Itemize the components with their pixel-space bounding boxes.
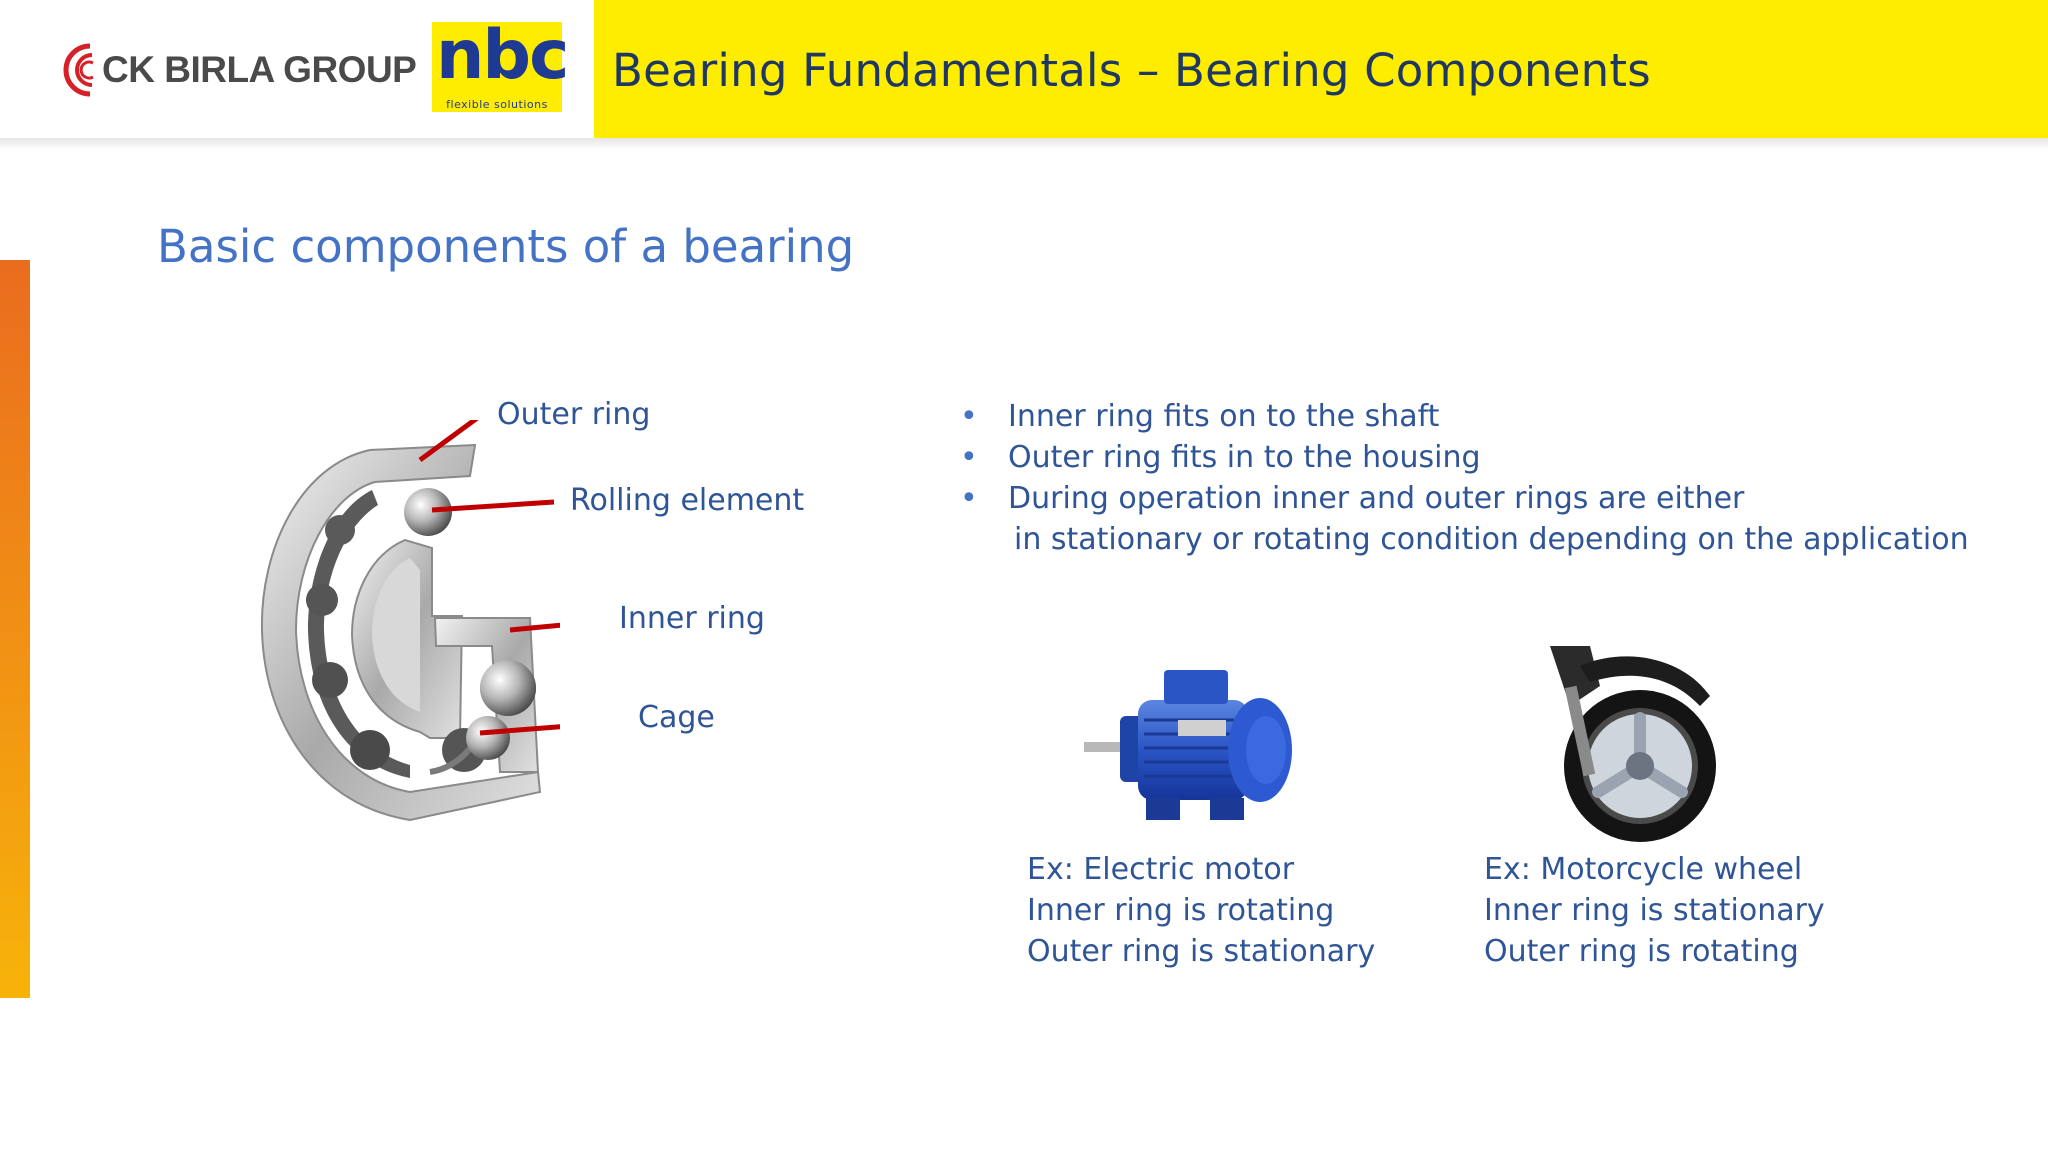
- leader-line-rolling-element: [431, 499, 555, 513]
- label-inner-ring: Inner ring: [619, 601, 765, 636]
- example-electric-motor: Ex: Electric motor Inner ring is rotatin…: [1027, 849, 1375, 972]
- bullet-continuation: in stationary or rotating condition depe…: [960, 519, 2020, 560]
- logo-area: CK BIRLA GROUP nbc flexible solutions: [0, 0, 594, 138]
- slide-header: CK BIRLA GROUP nbc flexible solutions Be…: [0, 0, 2048, 150]
- leader-line-cage: [479, 724, 560, 736]
- bullet-dot-icon: •: [960, 399, 978, 434]
- leader-line-outer-ring: [418, 420, 479, 463]
- label-outer-ring: Outer ring: [497, 397, 651, 432]
- bullet-list: • Inner ring fits on to the shaft • Oute…: [960, 396, 2020, 560]
- nbc-tagline: flexible solutions: [446, 98, 548, 111]
- example-motorcycle-outer: Outer ring is rotating: [1484, 934, 1799, 969]
- left-accent-bar: [0, 260, 30, 998]
- ck-birla-logo-text: CK BIRLA GROUP: [102, 49, 417, 90]
- header-title-bar: Bearing Fundamentals – Bearing Component…: [594, 0, 2048, 138]
- bullet-text: Outer ring fits in to the housing: [1008, 440, 1481, 475]
- bullet-item: • Inner ring fits on to the shaft: [960, 396, 2020, 437]
- label-cage: Cage: [638, 700, 715, 735]
- bullet-text: in stationary or rotating condition depe…: [1014, 522, 1969, 557]
- example-motor-inner: Inner ring is rotating: [1027, 893, 1335, 928]
- header-shadow: [0, 138, 2048, 150]
- example-motorcycle-inner: Inner ring is stationary: [1484, 893, 1825, 928]
- bullet-item: • During operation inner and outer rings…: [960, 478, 2020, 519]
- bullet-text: Inner ring fits on to the shaft: [1008, 399, 1440, 434]
- motorcycle-wheel-image: [1550, 646, 1716, 842]
- section-subtitle: Basic components of a bearing: [157, 220, 855, 273]
- example-motorcycle-wheel: Ex: Motorcycle wheel Inner ring is stati…: [1484, 849, 1825, 972]
- bullet-text: During operation inner and outer rings a…: [1008, 481, 1745, 516]
- bearing-cutaway-illustration: [260, 420, 560, 822]
- nbc-logo-text: nbc: [436, 16, 569, 95]
- nbc-logo: nbc flexible solutions: [432, 16, 569, 112]
- example-motor-outer: Outer ring is stationary: [1027, 934, 1376, 969]
- bullet-item: • Outer ring fits in to the housing: [960, 437, 2020, 478]
- bullet-dot-icon: •: [960, 481, 978, 516]
- label-rolling-element: Rolling element: [570, 483, 805, 518]
- example-motorcycle-title: Ex: Motorcycle wheel: [1484, 852, 1803, 887]
- leader-line-inner-ring: [509, 622, 560, 633]
- slide-title: Bearing Fundamentals – Bearing Component…: [612, 44, 1651, 97]
- ck-birla-logo: CK BIRLA GROUP: [56, 40, 417, 100]
- bullet-dot-icon: •: [960, 440, 978, 475]
- ck-birla-swirl-icon: [63, 43, 94, 97]
- example-motor-title: Ex: Electric motor: [1027, 852, 1295, 887]
- electric-motor-image: [1084, 670, 1292, 820]
